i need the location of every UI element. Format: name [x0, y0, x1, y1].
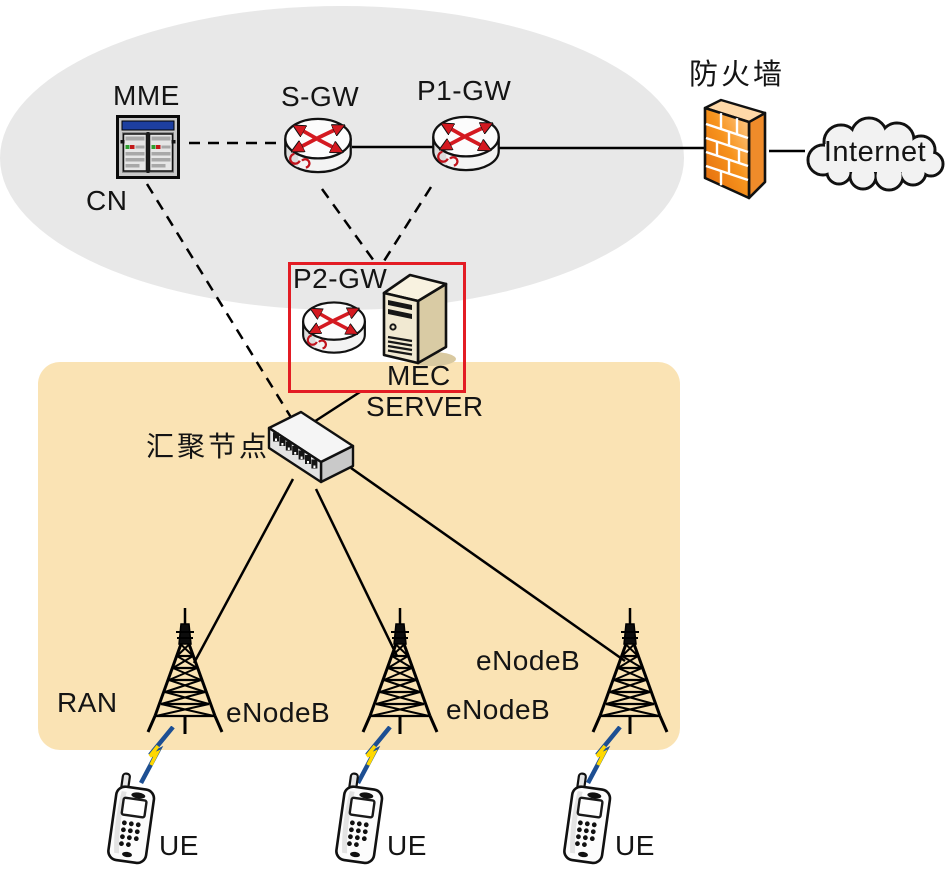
p1gw-label: P1-GW: [417, 75, 512, 106]
ran-label: RAN: [57, 687, 118, 718]
link-aggregation-enodeb-3: [350, 466, 626, 663]
mec-label-line1: MEC: [387, 360, 451, 391]
link-aggregation-enodeb-1: [192, 478, 295, 664]
enodeb-tower-icon-2: [355, 604, 445, 736]
link-p1gw-p2gw-dashed: [382, 186, 433, 262]
ue-label-2: UE: [387, 830, 427, 861]
internet-label: Internet: [823, 136, 927, 168]
ue-phone-icon-3: [560, 772, 618, 866]
aggregation-node-label: 汇聚节点: [146, 431, 271, 462]
enodeb-label-3: eNodeB: [476, 645, 581, 676]
link-aggregation-enodeb-2: [314, 488, 399, 657]
ue-phone-icon-1: [104, 772, 162, 866]
link-sgw-p2gw-dashed: [320, 188, 376, 262]
enodeb-tower-icon-3: [585, 604, 675, 736]
enodeb-tower-icon-1: [140, 604, 230, 736]
enodeb-label-1: eNodeB: [226, 697, 331, 728]
p2gw-label: P2-GW: [293, 263, 388, 294]
ue-label-3: UE: [615, 830, 655, 861]
mec-label-line2: SERVER: [366, 391, 484, 422]
aggregation-switch-icon: [263, 408, 360, 488]
enodeb-label-2: eNodeB: [446, 694, 551, 725]
mme-label: MME: [113, 80, 180, 111]
mec-colocated-highlight-box: [288, 262, 466, 393]
ue-phone-icon-2: [332, 772, 390, 866]
ue-label-1: UE: [159, 830, 199, 861]
link-mme-aggregation-dashed: [145, 183, 294, 420]
firewall-brick-wall-icon: [703, 98, 773, 204]
core-network-label: CN: [86, 185, 128, 216]
p1gw-router-icon: [431, 112, 501, 178]
sgw-router-icon: [283, 114, 353, 180]
mme-server-icon: [116, 115, 180, 179]
firewall-label: 防火墙: [689, 59, 786, 91]
sgw-label: S-GW: [281, 81, 360, 112]
